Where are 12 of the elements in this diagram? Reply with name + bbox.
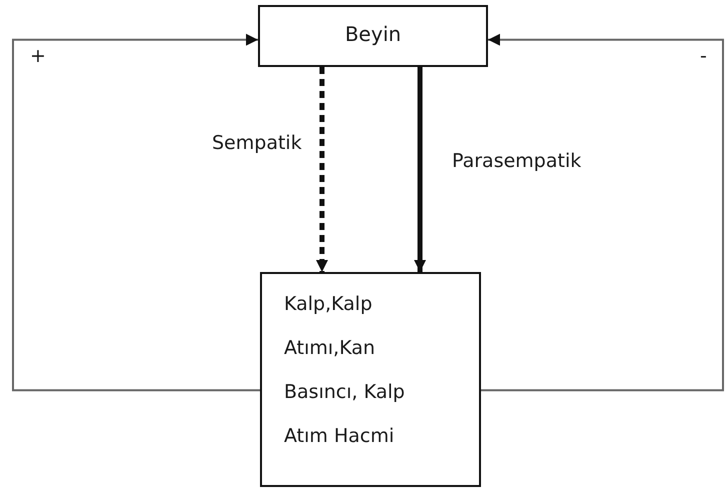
process-box bbox=[260, 272, 481, 487]
node-label: Beyin bbox=[344, 22, 402, 46]
arrow bbox=[316, 67, 328, 272]
edge-label: - bbox=[700, 45, 707, 67]
edge-label: + bbox=[30, 45, 46, 67]
arrow bbox=[414, 67, 426, 272]
arrow bbox=[12, 34, 260, 392]
edge-label: Parasempatik bbox=[452, 150, 582, 172]
process-box bbox=[258, 5, 488, 67]
node-label: Kalp,Kalp Atımı,Kan Basıncı, Kalp Atım Hacmi bbox=[284, 292, 406, 449]
arrow bbox=[481, 34, 724, 392]
edge-label: Sempatik bbox=[212, 132, 302, 154]
